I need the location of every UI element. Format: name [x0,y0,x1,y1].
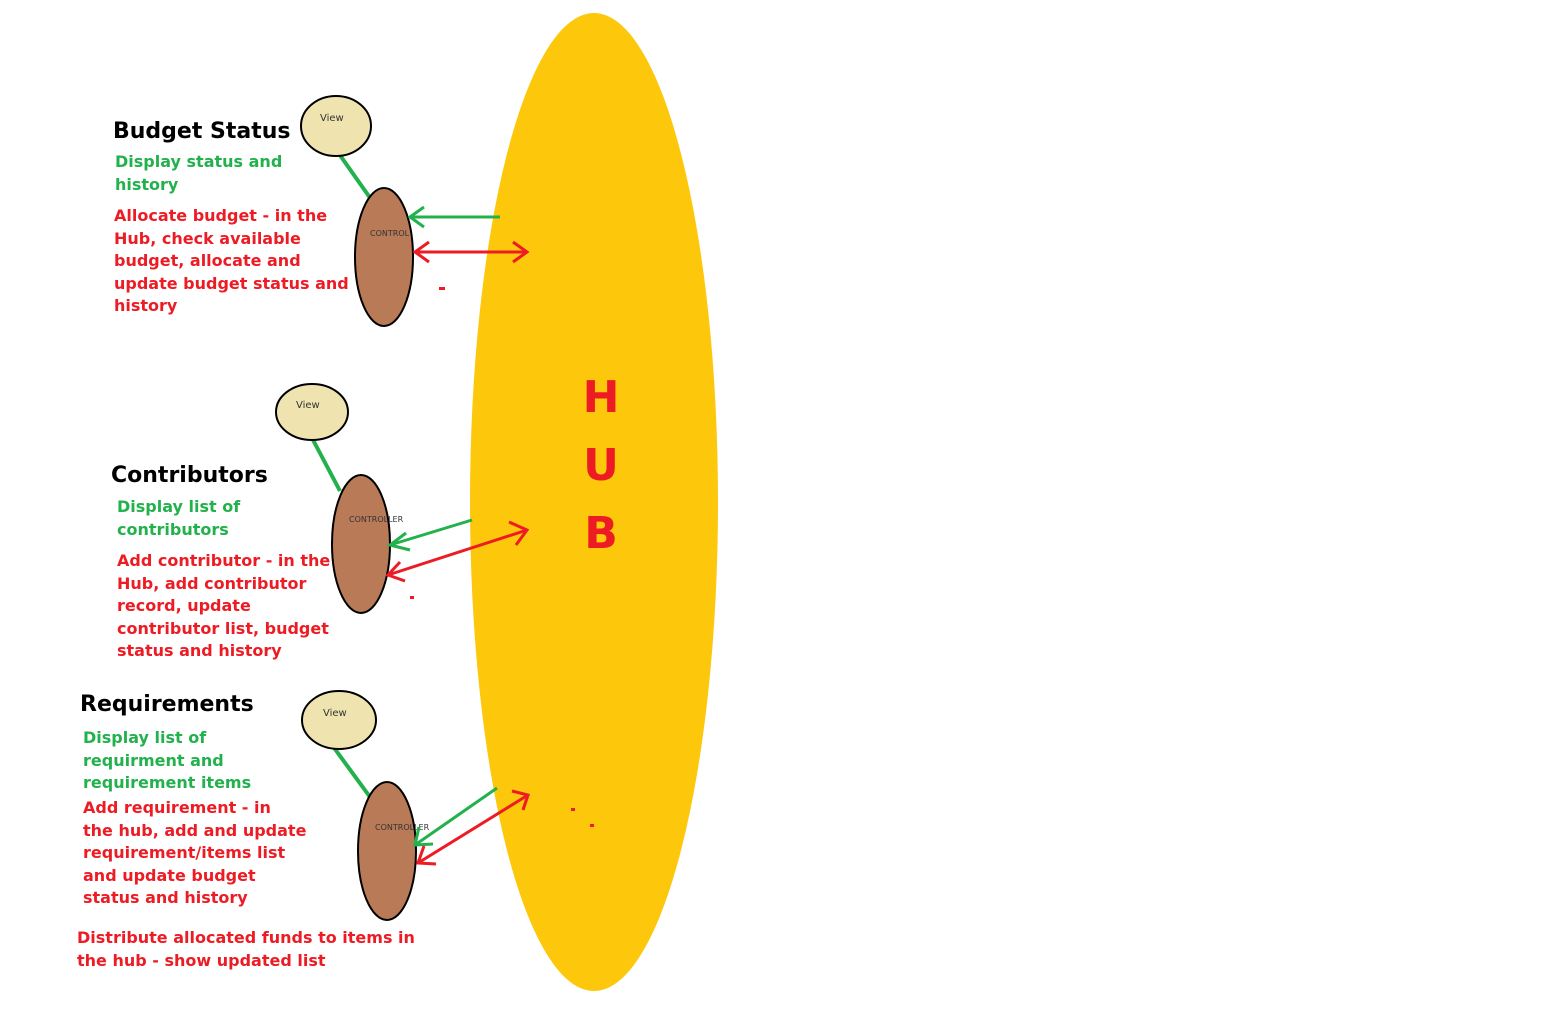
text-line: Display list of [117,497,241,516]
contributors-title: Contributors [111,463,268,488]
text-line: and update budget [83,865,256,885]
requirements-action-text: Add requirement - in the hub, add and up… [83,797,306,910]
red-dot [410,596,414,599]
budget-status-title: Budget Status [113,119,291,144]
text-line: Hub, add contributor [117,573,307,593]
text-line: requirment and [83,750,224,770]
budget-controller-ellipse [354,187,414,327]
text-line: Distribute allocated funds to items in [77,928,415,947]
text-line: requirement/items list [83,843,286,862]
text-line: Add contributor - in the [117,551,331,570]
contributors-controller-label: CONTROLLER [349,515,404,524]
distribute-funds-text: Distribute allocated funds to items in t… [77,927,415,972]
red-dot [439,287,445,290]
requirements-display-arrow [413,786,498,847]
budget-controller-label: CONTROL [370,229,410,238]
hub-letter-b: B [584,508,618,559]
text-line: status and history [117,641,282,660]
requirements-view-label: View [323,708,347,719]
budget-action-arrow [412,240,530,264]
contributors-action-text: Add contributor - in the Hub, add contri… [117,550,330,663]
text-line: status and history [83,888,248,907]
text-line: requirement items [83,773,252,792]
requirements-view-connector [330,743,372,799]
budget-display-arrow [407,205,500,229]
red-dot [590,824,594,827]
contributors-view-label: View [296,400,320,411]
text-line: contributors [117,519,229,539]
requirements-action-arrow [415,789,530,866]
text-line: history [115,174,179,194]
text-line: Display status and [115,152,283,171]
text-line: Display list of [83,728,207,747]
budget-view-ellipse [300,95,372,157]
contributors-controller-ellipse [331,474,391,614]
text-line: record, update [117,596,251,615]
text-line: Add requirement - in [83,798,271,817]
text-line: the hub - show updated list [77,950,326,970]
requirements-display-text: Display list of requirment and requireme… [83,727,251,795]
contributors-view-ellipse [275,383,349,441]
text-line: update budget status and [114,273,349,293]
hub-letter-h: H [582,372,620,423]
text-line: budget, allocate and [114,251,301,270]
budget-display-text: Display status and history [115,151,282,196]
requirements-view-ellipse [301,690,377,750]
budget-view-connector [335,149,375,204]
requirements-controller-label: CONTROLLER [375,823,430,832]
hub-ellipse [470,13,718,991]
requirements-controller-ellipse [357,781,417,921]
text-line: history [114,296,178,315]
red-dot [571,808,575,811]
budget-view-label: View [320,113,344,124]
budget-action-text: Allocate budget - in the Hub, check avai… [114,205,349,318]
text-line: contributor list, budget [117,618,329,638]
contributors-display-text: Display list of contributors [117,496,240,541]
contributors-view-connector [310,437,342,492]
contributors-display-arrow [386,518,473,552]
contributors-action-arrow [385,520,530,583]
hub-letter-u: U [583,440,619,491]
text-line: Hub, check available [114,228,301,248]
text-line: Allocate budget - in the [114,206,328,225]
requirements-title: Requirements [80,692,254,717]
text-line: the hub, add and update [83,820,307,840]
